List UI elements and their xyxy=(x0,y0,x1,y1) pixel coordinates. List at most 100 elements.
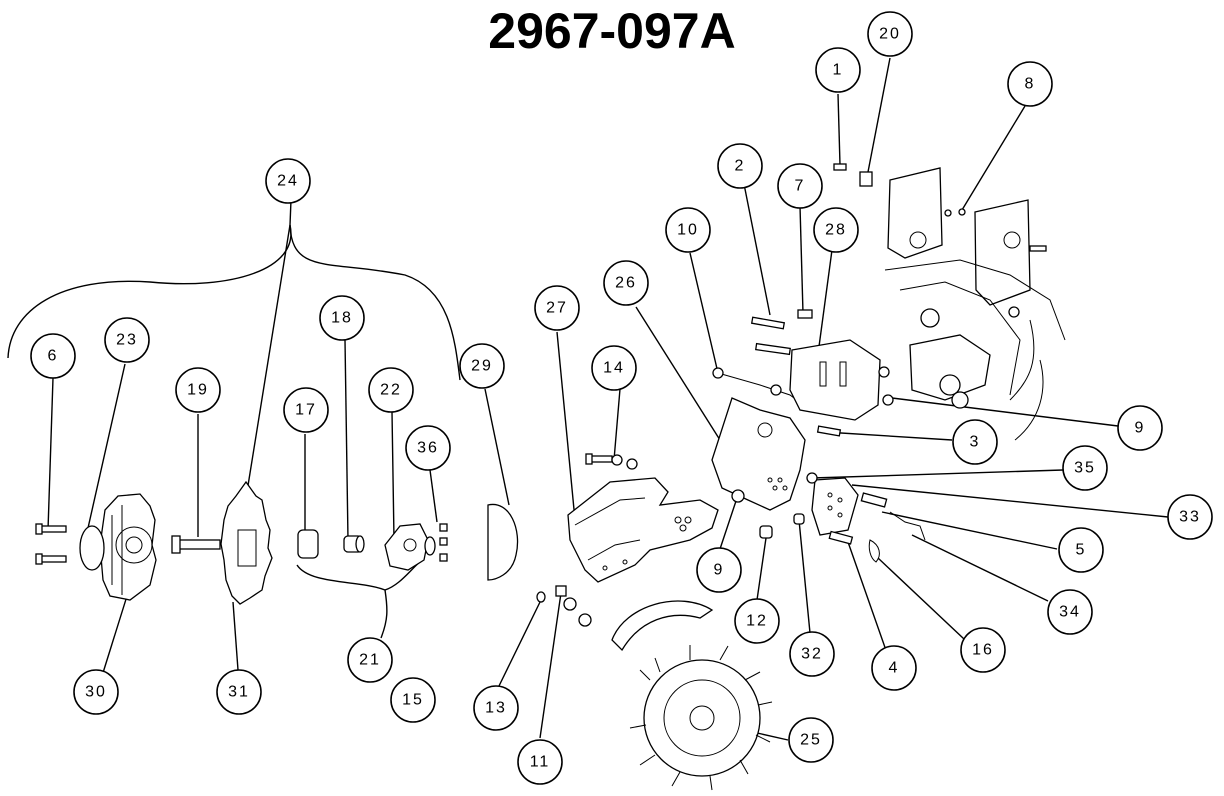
callout-28: 28 xyxy=(813,207,859,253)
callout-label: 2 xyxy=(735,158,746,175)
callout-23: 23 xyxy=(104,317,150,363)
callout-circle xyxy=(1062,445,1108,491)
callout-circle xyxy=(1047,589,1093,635)
bushing-18-part xyxy=(343,535,365,553)
shield-29-part xyxy=(487,503,519,581)
callout-27: 27 xyxy=(534,285,580,331)
callout-circle xyxy=(73,669,119,715)
callout-label: 20 xyxy=(879,26,901,43)
callout-circle xyxy=(789,631,835,677)
hub-plate-22-part xyxy=(384,523,429,571)
callout-5: 5 xyxy=(1058,527,1104,573)
callout-label: 19 xyxy=(187,382,209,399)
callout-circle xyxy=(717,143,763,189)
nuts-36-part xyxy=(424,523,448,562)
callout-circle xyxy=(459,343,505,389)
callout-29: 29 xyxy=(459,343,505,389)
callout-label: 15 xyxy=(402,692,424,709)
callout-30: 30 xyxy=(73,669,119,715)
callout-circle xyxy=(1167,494,1213,540)
callout-25: 25 xyxy=(788,717,834,763)
callout-label: 24 xyxy=(277,173,299,190)
callout-label: 34 xyxy=(1059,604,1081,621)
callout-15: 15 xyxy=(390,677,436,723)
callout-circle xyxy=(815,47,861,93)
callout-8: 8 xyxy=(1007,61,1053,107)
callout-circle xyxy=(216,669,262,715)
callout-circle xyxy=(517,739,563,785)
callout-14: 14 xyxy=(591,345,637,391)
callout-label: 18 xyxy=(331,310,353,327)
callout-circle xyxy=(319,295,365,341)
callout-18: 18 xyxy=(319,295,365,341)
parts xyxy=(35,163,1066,791)
washer-23-part xyxy=(79,525,105,571)
callout-32: 32 xyxy=(789,631,835,677)
callout-label: 4 xyxy=(889,660,900,677)
callout-33: 33 xyxy=(1167,494,1213,540)
callout-22: 22 xyxy=(368,367,414,413)
pin-34-part xyxy=(889,511,926,541)
callout-circle xyxy=(1058,527,1104,573)
frame-assembly-part xyxy=(878,167,1066,441)
nut-32-part xyxy=(793,513,805,525)
callout-circle xyxy=(30,333,76,379)
callout-circle xyxy=(813,207,859,253)
callout-label: 32 xyxy=(801,646,823,663)
callout-circle xyxy=(591,345,637,391)
callout-circle xyxy=(1007,61,1053,107)
pin-19-part xyxy=(171,535,221,554)
bolt-14-part xyxy=(585,453,638,470)
callout-7: 7 xyxy=(777,163,823,209)
callout-circle xyxy=(867,11,913,57)
callout-label: 31 xyxy=(228,684,250,701)
drawing-part-number: 2967-097A xyxy=(488,3,736,59)
callout-label: 26 xyxy=(615,275,637,292)
callout-35: 35 xyxy=(1062,445,1108,491)
clip-20-part xyxy=(859,171,873,187)
bolt-7-part xyxy=(797,309,813,319)
callout-circle xyxy=(777,163,823,209)
callout-label: 33 xyxy=(1179,509,1201,526)
bolt-2-part xyxy=(750,316,786,330)
callout-label: 13 xyxy=(485,700,507,717)
callout-label: 6 xyxy=(48,348,59,365)
callout-34: 34 xyxy=(1047,589,1093,635)
callout-circle xyxy=(734,598,780,644)
callout-12: 12 xyxy=(734,598,780,644)
callout-label: 3 xyxy=(970,434,981,451)
nut-11-part xyxy=(555,585,592,627)
callout-label: 21 xyxy=(359,652,381,669)
callout-24: 24 xyxy=(265,158,311,204)
bolt-3-part xyxy=(816,425,842,437)
side-plate-26-part xyxy=(711,397,806,511)
callout-20: 20 xyxy=(867,11,913,57)
callout-label: 10 xyxy=(677,222,699,239)
callout-circle xyxy=(390,677,436,723)
callout-circle xyxy=(368,367,414,413)
callout-circle xyxy=(952,419,998,465)
callout-circle xyxy=(696,547,742,593)
arm-27-part xyxy=(567,477,719,583)
callout-label: 29 xyxy=(471,358,493,375)
callout-label: 22 xyxy=(380,382,402,399)
callout-19: 19 xyxy=(175,367,221,413)
callout-circle xyxy=(265,158,311,204)
callout-circle xyxy=(960,627,1006,673)
bolt-1-part xyxy=(833,163,847,171)
callout-11: 11 xyxy=(517,739,563,785)
callout-bubbles: 1208272810242627141823619172236293935335… xyxy=(30,11,1213,785)
callout-label: 12 xyxy=(746,613,768,630)
bracket-28-part xyxy=(789,339,881,421)
callout-6: 6 xyxy=(30,333,76,379)
bolts-6-part xyxy=(35,523,67,565)
callout-circle xyxy=(534,285,580,331)
callout-label: 14 xyxy=(603,360,625,377)
blade-guard-part xyxy=(611,600,714,652)
callout-2: 2 xyxy=(717,143,763,189)
callout-label: 35 xyxy=(1074,460,1096,477)
callout-circle xyxy=(104,317,150,363)
callout-label: 23 xyxy=(116,332,138,349)
callout-label: 1 xyxy=(833,62,844,79)
